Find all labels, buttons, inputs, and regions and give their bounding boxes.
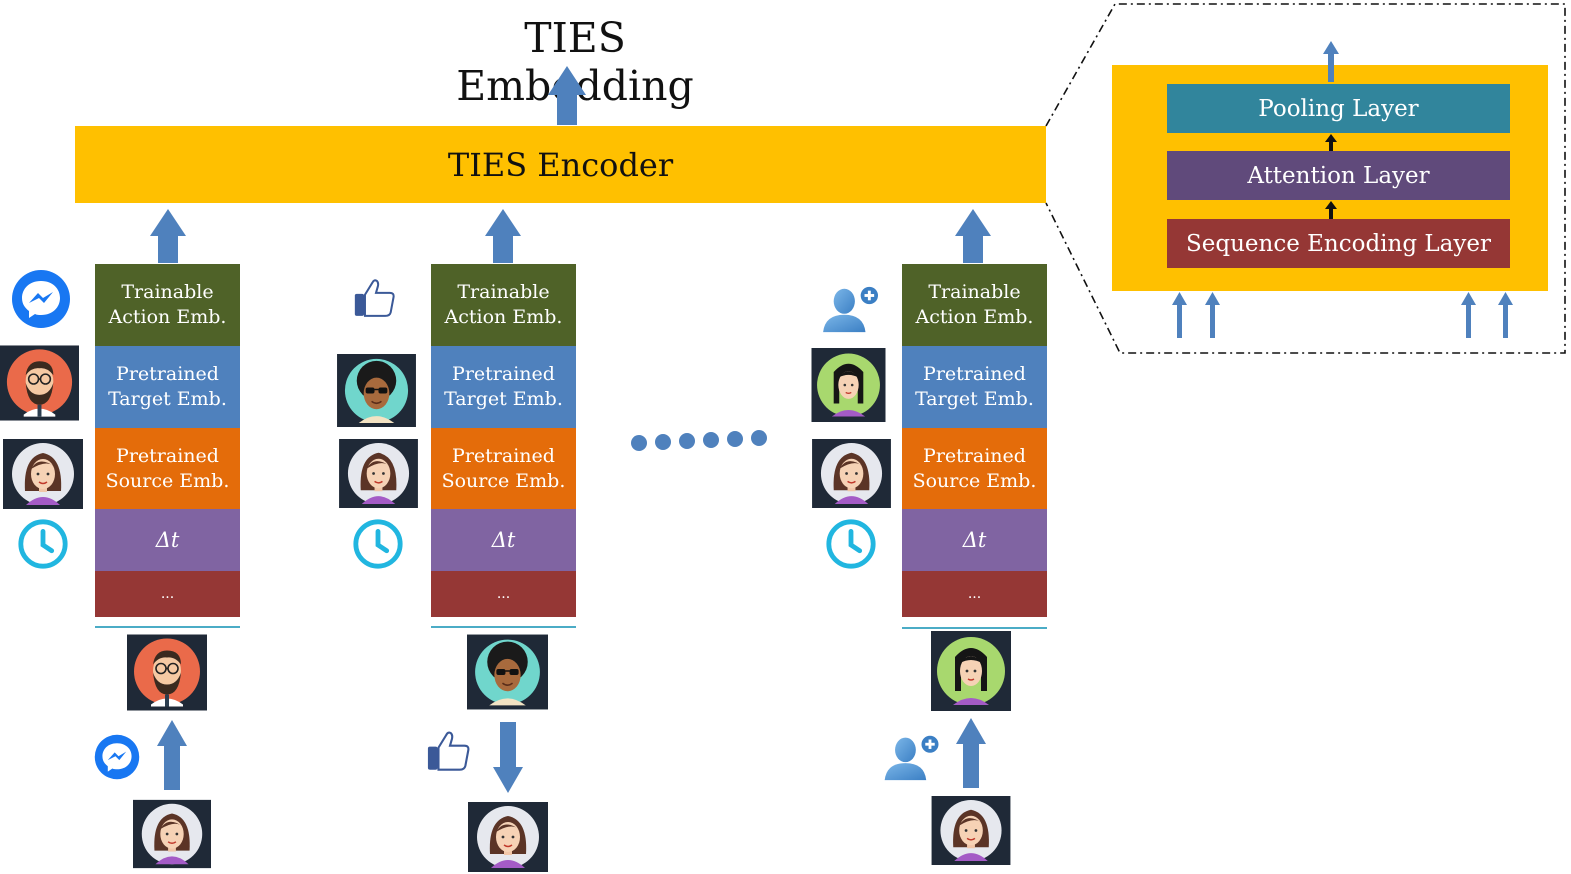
col2-thumbs-up-icon (353, 279, 395, 317)
col3-target-avatar-icon (810, 348, 887, 422)
col2-target-label: Pretrained Target Emb. (444, 363, 563, 410)
col3-delta-label: Δt (962, 527, 987, 552)
col2-source-avatar-icon (339, 439, 418, 508)
sequence-encoding-layer: Sequence Encoding Layer (1167, 219, 1510, 268)
col2-action-emb: Trainable Action Emb. (431, 264, 576, 346)
inset-input-arrows (1172, 292, 1513, 338)
col3-more-label: ... (967, 585, 982, 602)
col1-action-emb: Trainable Action Emb. (95, 264, 240, 346)
col1-edge-arrow (157, 720, 187, 790)
pooling-layer: Pooling Layer (1167, 84, 1510, 133)
col2-source-emb: Pretrained Source Emb. (431, 428, 576, 509)
col2-target-avatar-icon (336, 354, 417, 427)
col1-clock-icon (21, 522, 65, 566)
inset-connector (1045, 3, 1566, 354)
col3-action-emb: Trainable Action Emb. (902, 264, 1047, 346)
col2-separator (431, 626, 576, 628)
col1-delta-label: Δt (155, 527, 180, 552)
col2-delta-label: Δt (491, 527, 516, 552)
col1-edge-target-avatar-icon (127, 634, 207, 711)
col2-action-label: Trainable Action Emb. (444, 281, 563, 328)
col2-edge-arrow (493, 722, 523, 793)
col1-more-label: ... (160, 585, 175, 602)
col3-edge-add-friend-icon (883, 733, 941, 782)
col1-target-label: Pretrained Target Emb. (108, 363, 227, 410)
col1-target-emb: Pretrained Target Emb. (95, 346, 240, 428)
col2-edge-thumbs-up-icon (426, 731, 470, 771)
col3-separator (902, 627, 1047, 629)
col3-edge-source-avatar-icon (931, 796, 1011, 865)
attention-layer-label: Attention Layer (1247, 162, 1430, 189)
col3-add-friend-icon (822, 284, 880, 334)
col1-action-label: Trainable Action Emb. (108, 281, 227, 328)
col3-source-label: Pretrained Source Emb. (912, 444, 1037, 492)
col3-source-avatar-icon (811, 439, 892, 508)
col1-delta-t: Δt (95, 509, 240, 571)
col1-source-emb: Pretrained Source Emb. (95, 428, 240, 509)
col3-action-label: Trainable Action Emb. (915, 281, 1034, 328)
col2-target-emb: Pretrained Target Emb. (431, 346, 576, 428)
col2-source-label: Pretrained Source Emb. (441, 444, 566, 492)
col2-more: ... (431, 571, 576, 617)
col3-edge-arrow (956, 718, 986, 788)
col2-up-arrow (485, 209, 521, 263)
encoder-label: TIES Encoder (447, 145, 674, 184)
ties-encoder-block: TIES Encoder (75, 126, 1046, 203)
col1-up-arrow (150, 209, 186, 263)
col1-target-avatar-icon (0, 345, 79, 421)
pooling-layer-label: Pooling Layer (1258, 95, 1419, 122)
col3-clock-icon (829, 522, 873, 566)
inset-inner-arrows (1325, 134, 1337, 219)
inset-output-arrow (1323, 41, 1339, 82)
col3-more: ... (902, 571, 1047, 617)
col2-delta-t: Δt (431, 509, 576, 571)
col1-source-label: Pretrained Source Emb. (105, 444, 230, 492)
col3-target-label: Pretrained Target Emb. (915, 363, 1034, 410)
output-arrow (548, 66, 586, 125)
col2-more-label: ... (496, 585, 511, 602)
col1-messenger-icon (12, 270, 70, 328)
col2-edge-source-avatar-icon (468, 802, 548, 872)
col1-separator (95, 626, 240, 628)
col1-edge-messenger-icon (94, 734, 140, 780)
col2-clock-icon (356, 522, 400, 566)
ellipsis-dots (631, 430, 767, 451)
col1-edge-source-avatar-icon (133, 799, 211, 869)
sequence-encoding-layer-label: Sequence Encoding Layer (1186, 230, 1491, 257)
col1-more: ... (95, 571, 240, 617)
col3-edge-target-avatar-icon (930, 631, 1012, 711)
col3-up-arrow (955, 209, 991, 263)
col2-edge-target-avatar-icon (467, 634, 548, 710)
col3-delta-t: Δt (902, 509, 1047, 571)
attention-layer: Attention Layer (1167, 151, 1510, 200)
col3-source-emb: Pretrained Source Emb. (902, 428, 1047, 509)
col1-source-avatar-icon (3, 439, 83, 509)
col3-target-emb: Pretrained Target Emb. (902, 346, 1047, 428)
